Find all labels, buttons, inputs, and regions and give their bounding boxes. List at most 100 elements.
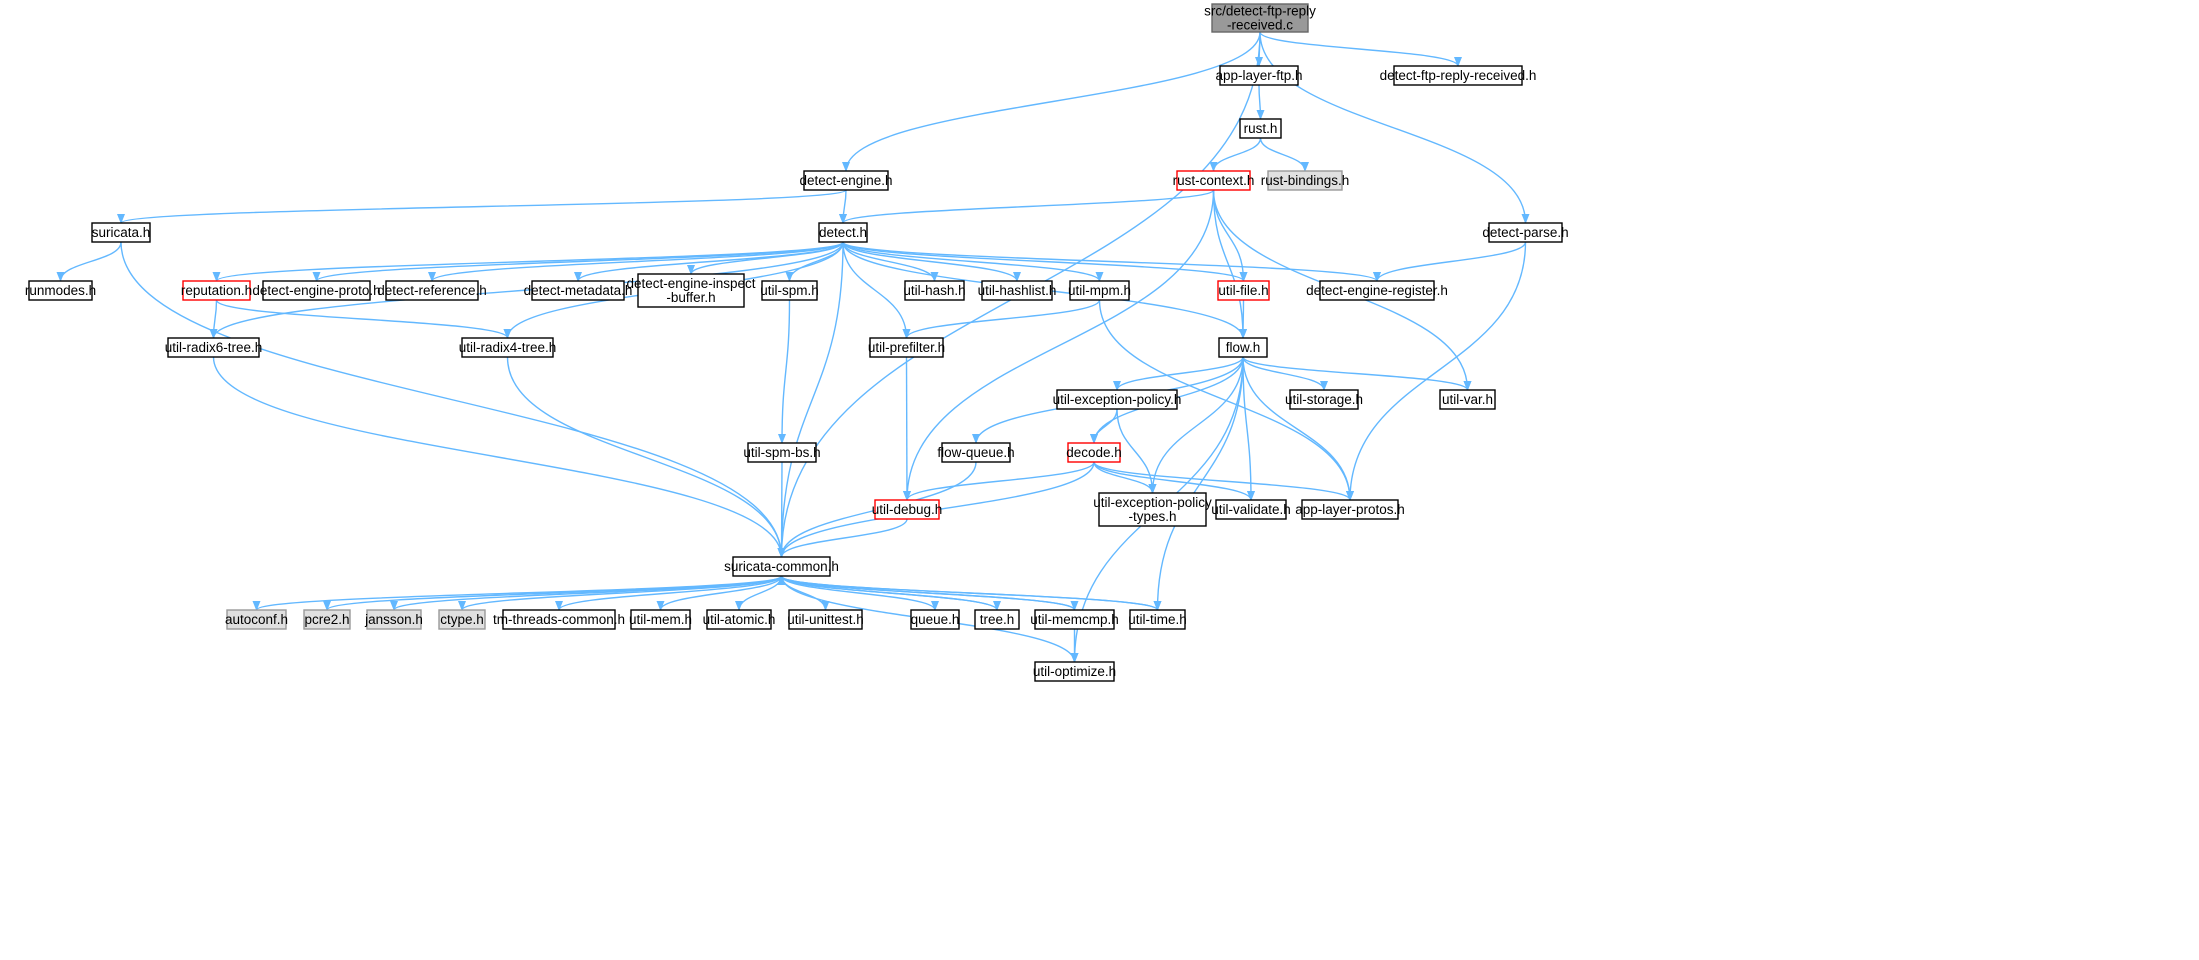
- node-util-unittest[interactable]: util-unittest.h: [787, 609, 864, 630]
- node-util-mem[interactable]: util-mem.h: [629, 609, 692, 630]
- nodes-layer: src/detect-ftp-reply-received.c app-layer…: [25, 3, 1569, 682]
- node-label: tree.h: [980, 612, 1015, 627]
- node-suricata-common[interactable]: suricata-common.h: [724, 556, 839, 577]
- node-box: [803, 170, 889, 191]
- node-box: [1393, 65, 1523, 86]
- node-tm-threads-common[interactable]: tm-threads-common.h: [493, 609, 625, 630]
- node-ctype[interactable]: ctype.h: [438, 609, 486, 630]
- node-autoconf[interactable]: autoconf.h: [225, 609, 288, 630]
- node-box: [874, 499, 940, 520]
- node-tree-h[interactable]: tree.h: [974, 609, 1020, 630]
- node-label: util-radix4-tree.h: [459, 340, 557, 355]
- node-queue-h[interactable]: queue.h: [910, 609, 960, 630]
- node-detect-engine-register[interactable]: detect-engine-register.h: [1306, 280, 1448, 301]
- node-box: [1218, 337, 1268, 358]
- node-detect-reference[interactable]: detect-reference.h: [377, 280, 487, 301]
- node-box: [1069, 280, 1130, 301]
- node-box: [1211, 3, 1309, 33]
- node-label: detect-ftp-reply-received.h: [1380, 68, 1537, 83]
- node-rust-h[interactable]: rust.h: [1239, 118, 1282, 139]
- node-box: [1129, 609, 1186, 630]
- edge-decode_h-to-app_layer_protos: [1093, 461, 1354, 501]
- node-util-atomic[interactable]: util-atomic.h: [703, 609, 776, 630]
- node-util-hashlist[interactable]: util-hashlist.h: [978, 280, 1057, 301]
- node-label: detect.h: [819, 225, 867, 240]
- node-reputation[interactable]: reputation.h: [181, 280, 252, 301]
- edge-util_debug-to-suricata_common: [777, 518, 908, 558]
- edge-flow_h-to-util_exception_policy: [1113, 356, 1244, 391]
- node-util-time[interactable]: util-time.h: [1128, 609, 1187, 630]
- node-jansson[interactable]: jansson.h: [364, 609, 423, 630]
- node-box: [1239, 118, 1282, 139]
- edge-detect_h-to-util_prefilter: [842, 241, 911, 339]
- edge-rust_context-to-flow_h: [1212, 189, 1247, 339]
- node-suricata-h[interactable]: suricata.h: [91, 222, 151, 243]
- node-util-validate[interactable]: util-validate.h: [1211, 499, 1291, 520]
- node-box: [818, 222, 868, 243]
- node-detect-parse[interactable]: detect-parse.h: [1482, 222, 1569, 243]
- node-detect-h[interactable]: detect.h: [818, 222, 868, 243]
- node-util-prefilter[interactable]: util-prefilter.h: [868, 337, 945, 358]
- edge-detect_parse-to-detect_engine_register: [1373, 241, 1527, 282]
- node-box: [732, 556, 831, 577]
- node-app-layer-ftp[interactable]: app-layer-ftp.h: [1215, 65, 1303, 86]
- node-util-var[interactable]: util-var.h: [1439, 389, 1496, 410]
- node-box: [910, 609, 960, 630]
- node-box: [1267, 170, 1343, 191]
- node-label: detect-engine-proto.h: [252, 283, 380, 298]
- node-rust-context[interactable]: rust-context.h: [1173, 170, 1255, 191]
- node-box: [262, 280, 371, 301]
- node-util-radix6[interactable]: util-radix6-tree.h: [165, 337, 263, 358]
- node-util-spm-bs[interactable]: util-spm-bs.h: [743, 442, 821, 463]
- node-box: [1034, 661, 1115, 682]
- node-util-exception-policy[interactable]: util-exception-policy.h: [1053, 389, 1182, 410]
- node-util-debug[interactable]: util-debug.h: [872, 499, 943, 520]
- node-util-mpm[interactable]: util-mpm.h: [1068, 280, 1131, 301]
- node-util-storage[interactable]: util-storage.h: [1285, 389, 1363, 410]
- node-util-optimize[interactable]: util-optimize.h: [1033, 661, 1116, 682]
- node-label: runmodes.h: [25, 283, 96, 298]
- node-detect-ftp-reply-received-h[interactable]: detect-ftp-reply-received.h: [1380, 65, 1537, 86]
- node-pcre2[interactable]: pcre2.h: [303, 609, 351, 630]
- node-util-radix4[interactable]: util-radix4-tree.h: [459, 337, 557, 358]
- node-detect-engine-proto[interactable]: detect-engine-proto.h: [252, 280, 381, 301]
- node-label: util-hashlist.h: [978, 283, 1057, 298]
- node-box: [366, 609, 422, 630]
- node-rust-bindings[interactable]: rust-bindings.h: [1261, 170, 1350, 191]
- edge-util_spm_bs-to-suricata_common: [777, 461, 786, 558]
- edge-detect_h-to-detect_engine_inspect: [687, 241, 844, 275]
- node-root[interactable]: src/detect-ftp-reply-received.c: [1204, 3, 1316, 33]
- node-label: util-mpm.h: [1068, 283, 1131, 298]
- node-label: app-layer-protos.h: [1295, 502, 1405, 517]
- node-util-exception-policy-types[interactable]: util-exception-policy-types.h: [1093, 492, 1212, 527]
- node-util-file[interactable]: util-file.h: [1217, 280, 1270, 301]
- node-label: rust-context.h: [1173, 173, 1255, 188]
- node-util-hash[interactable]: util-hash.h: [903, 280, 966, 301]
- node-label: -received.c: [1227, 18, 1293, 33]
- node-decode-h[interactable]: decode.h: [1066, 442, 1122, 463]
- node-detect-engine-inspect[interactable]: detect-engine-inspect-buffer.h: [626, 273, 756, 308]
- node-app-layer-protos[interactable]: app-layer-protos.h: [1295, 499, 1405, 520]
- edge-util_mpm-to-app_layer_protos: [1098, 299, 1354, 501]
- node-detect-engine[interactable]: detect-engine.h: [799, 170, 893, 191]
- edge-detect_parse-to-app_layer_protos: [1346, 241, 1527, 501]
- node-label: util-validate.h: [1211, 502, 1291, 517]
- edge-detect_h-to-detect_reference: [428, 241, 844, 282]
- node-label: pcre2.h: [304, 612, 349, 627]
- node-label: util-exception-policy: [1093, 495, 1212, 510]
- node-util-memcmp[interactable]: util-memcmp.h: [1030, 609, 1119, 630]
- node-flow-queue[interactable]: flow-queue.h: [937, 442, 1015, 463]
- node-label: util-file.h: [1218, 283, 1268, 298]
- edge-util_radix4-to-suricata_common: [506, 356, 786, 558]
- node-box: [28, 280, 93, 301]
- node-label: detect-reference.h: [377, 283, 487, 298]
- edge-suricata_common-to-ctype: [458, 575, 783, 611]
- node-box: [788, 609, 863, 630]
- node-runmodes[interactable]: runmodes.h: [25, 280, 96, 301]
- node-label: detect-engine-register.h: [1306, 283, 1448, 298]
- node-flow-h[interactable]: flow.h: [1218, 337, 1268, 358]
- node-util-spm[interactable]: util-spm.h: [760, 280, 819, 301]
- node-detect-metadata[interactable]: detect-metadata.h: [524, 280, 633, 301]
- node-label: suricata-common.h: [724, 559, 839, 574]
